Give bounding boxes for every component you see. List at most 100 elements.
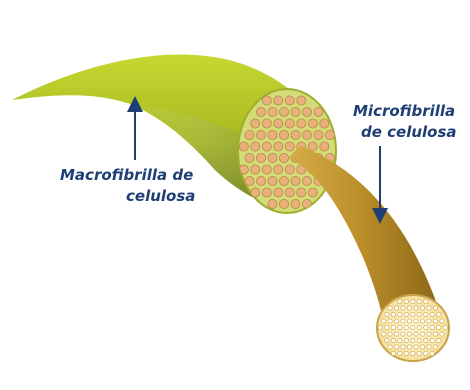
fibril-dot — [407, 345, 411, 349]
fibril-dot — [411, 338, 415, 342]
fibril-dot — [427, 345, 431, 349]
fibril-dot — [251, 142, 260, 151]
fibril-dot — [417, 299, 421, 303]
fibril-dot — [385, 338, 389, 342]
fibril-dot — [256, 153, 265, 162]
fibril-dot — [420, 319, 424, 323]
fibril-dot — [262, 119, 271, 128]
fibril-dot — [308, 142, 317, 151]
fibril-dot — [417, 351, 421, 355]
fibril-dot — [381, 319, 385, 323]
fibril-dot — [424, 325, 428, 329]
fibril-dot — [404, 351, 408, 355]
fibril-dot — [325, 130, 334, 139]
fibril-dot — [251, 119, 260, 128]
fibril-dot — [430, 338, 434, 342]
fibril-dot — [394, 345, 398, 349]
fibril-dot — [291, 199, 300, 208]
fibril-dot — [433, 345, 437, 349]
fibril-dot — [391, 325, 395, 329]
fibril-dot — [417, 338, 421, 342]
fibril-dot — [388, 306, 392, 310]
fibril-dot — [433, 306, 437, 310]
fibril-dot — [274, 119, 283, 128]
fibril-dot — [297, 119, 306, 128]
fibril-dot — [391, 312, 395, 316]
fibril-dot — [245, 130, 254, 139]
fibril-dot — [398, 338, 402, 342]
fibril-dot — [251, 165, 260, 174]
fibril-dot — [424, 312, 428, 316]
fibril-dot — [404, 299, 408, 303]
fibril-dot — [388, 319, 392, 323]
fibril-dot — [433, 319, 437, 323]
fibril-dot — [314, 130, 323, 139]
fibril-dot — [262, 188, 271, 197]
fibril-dot — [401, 319, 405, 323]
fibril-dot — [302, 107, 311, 116]
fibril-dot — [291, 176, 300, 185]
fibril-dot — [401, 332, 405, 336]
fibril-dot — [245, 153, 254, 162]
fibril-dot — [417, 325, 421, 329]
fibril-dot — [297, 96, 306, 105]
fibril-dot — [285, 96, 294, 105]
fibril-dot — [411, 351, 415, 355]
fibril-dot — [394, 319, 398, 323]
fibril-dot — [430, 325, 434, 329]
fibril-dot — [302, 199, 311, 208]
fibril-dot — [314, 107, 323, 116]
fibril-dot — [414, 332, 418, 336]
fibril-dot — [279, 130, 288, 139]
fibril-dot — [262, 165, 271, 174]
fibril-dot — [291, 107, 300, 116]
fibril-dot — [268, 107, 277, 116]
fibril-dot — [268, 153, 277, 162]
fibril-dot — [239, 142, 248, 151]
fibril-dot — [297, 188, 306, 197]
fibril-dot — [274, 96, 283, 105]
fibril-dot — [279, 107, 288, 116]
fibril-dot — [268, 130, 277, 139]
fibril-dot — [279, 176, 288, 185]
fibril-dot — [279, 199, 288, 208]
fibril-dot — [437, 325, 441, 329]
fibril-dot — [398, 325, 402, 329]
fibril-dot — [256, 176, 265, 185]
fibril-dot — [401, 345, 405, 349]
fibril-dot — [411, 299, 415, 303]
fibril-dot — [427, 319, 431, 323]
fibril-dot — [302, 176, 311, 185]
fibril-dot — [440, 332, 444, 336]
fibril-dot — [411, 325, 415, 329]
fibril-dot — [407, 306, 411, 310]
fibril-dot — [414, 319, 418, 323]
fibril-dot — [378, 325, 382, 329]
fibril-dot — [262, 96, 271, 105]
fibril-dot — [256, 107, 265, 116]
fibril-dot — [320, 119, 329, 128]
fibril-dot — [394, 332, 398, 336]
fibril-dot — [279, 153, 288, 162]
fibril-dot — [391, 338, 395, 342]
fibril-dot — [414, 306, 418, 310]
fibril-dot — [256, 130, 265, 139]
fibril-dot — [411, 312, 415, 316]
fibril-dot — [401, 306, 405, 310]
fibril-dot — [268, 199, 277, 208]
fibril-dot — [245, 176, 254, 185]
fibril-dot — [424, 338, 428, 342]
fibril-dot — [417, 312, 421, 316]
fibril-dot — [437, 312, 441, 316]
fibril-dot — [404, 338, 408, 342]
microfibril-label-line-1: Microfibrilla — [353, 102, 455, 120]
fibril-dot — [262, 142, 271, 151]
macrofibril-label-line-1: Macrofibrilla de — [60, 166, 193, 184]
fibril-dot — [285, 165, 294, 174]
fibril-dot — [308, 188, 317, 197]
fibril-dot — [420, 306, 424, 310]
fibril-dot — [404, 312, 408, 316]
fibril-dot — [427, 306, 431, 310]
fibril-dot — [433, 332, 437, 336]
